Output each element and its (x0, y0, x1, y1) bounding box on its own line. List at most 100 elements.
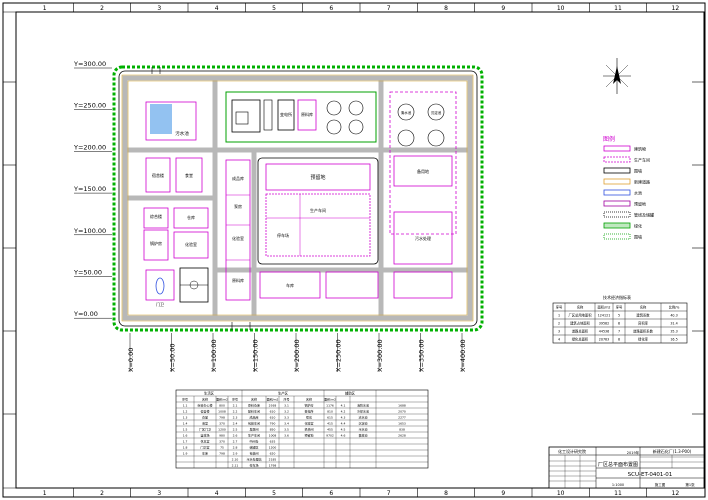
bom-cell: 1200 (218, 428, 226, 432)
workshop-label: 生产车间 (310, 207, 326, 213)
bom-cell: 3.3 (284, 416, 289, 420)
fin-block (225, 159, 251, 301)
top-column-number: 7 (387, 5, 391, 12)
x-coordinate-label: X=200.00 (293, 339, 301, 372)
bom-cell: 1176 (326, 404, 334, 408)
index-table-cell: 16.5 (670, 338, 677, 342)
bom-cell: 冷却水池 (357, 409, 369, 414)
index-table-cell: 3 (558, 330, 560, 334)
lab2-label: 化验室 (232, 235, 244, 241)
bottom-column-number: 2 (100, 490, 104, 497)
index-table-cell: 道路面积系数 (633, 329, 653, 334)
index-table-cell: 8 (618, 338, 620, 342)
bom-cell: 1.8 (183, 446, 188, 450)
bom-section-header: 生产区 (278, 391, 289, 396)
bom-cell: 610 (270, 410, 276, 414)
bom-cell: 休息室 (200, 439, 209, 444)
y-axis-labels: Y=300.00Y=250.00Y=200.00Y=150.00Y=100.00… (73, 60, 112, 319)
index-table-cell: 1 (558, 314, 560, 318)
bom-cell: 车库 (202, 451, 208, 456)
east-zone (389, 91, 457, 235)
bom-cell: 食堂 (202, 415, 208, 420)
reserved-label: 预留地 (310, 174, 325, 181)
east-big-block (393, 155, 453, 187)
bom-section-header: 生活区 (204, 391, 215, 396)
title-block: 化工设计研究院 2019年 新建石化厂(1.3-P00) 厂区总平面布置图 SC… (548, 446, 705, 489)
bom-column-header: 面积/m2 (216, 397, 228, 402)
bom-cell: 75 (220, 446, 224, 450)
boiler-label: 锅炉房 (150, 240, 162, 246)
bom-cell: 污水处理站 (246, 457, 261, 462)
bom-cell: 3.5 (284, 428, 289, 432)
y-coordinate-label: Y=200.00 (73, 143, 106, 151)
bom-cell: 1.6 (183, 434, 188, 438)
scale-label: 1:1000 (612, 483, 624, 487)
index-table-cell: 6 (618, 322, 620, 326)
x-coordinate-label: X=300.00 (376, 339, 384, 372)
bottom-column-number: 12 (672, 490, 680, 497)
bom-column-header: 名称 (202, 397, 208, 402)
x-coordinate-label: X=150.00 (252, 339, 260, 372)
bom-column-header: 序号 (232, 397, 238, 402)
bom-cell: 1.5 (183, 428, 188, 432)
office-block (143, 207, 169, 229)
top-column-number: 4 (215, 5, 219, 12)
bom-cell: 798 (219, 452, 225, 456)
bom-cell: 生产车间 (248, 433, 260, 438)
y-coordinate-label: Y=150.00 (73, 185, 106, 193)
x-coordinate-label: X=250.00 (335, 339, 343, 372)
legend-swatch (603, 189, 631, 196)
water2-label: 沉淀池 (431, 110, 442, 115)
bom-cell: 1.3 (183, 416, 188, 420)
warehouse-label: 仓库 (187, 214, 195, 220)
bottom-column-number: 3 (157, 490, 161, 497)
bom-cell: 798 (219, 416, 225, 420)
reserved-block (265, 163, 371, 191)
bom-cell: 980 (219, 434, 225, 438)
pump-block (231, 99, 261, 133)
legend-item-label: 水池 (634, 190, 642, 196)
bom-cell: 620 (270, 452, 276, 456)
bom-cell: 2.2 (233, 410, 238, 414)
bom-cell: 838 (399, 428, 405, 432)
bottom-column-number: 9 (501, 490, 505, 497)
index-table-title: 技术经济指标表 (603, 294, 631, 300)
drawing-name: 厂区总平面布置图 (598, 461, 638, 468)
bom-cell: 1008 (269, 434, 277, 438)
bom-cell: 810 (327, 410, 333, 414)
bom-cell: 消防水池 (357, 403, 369, 408)
index-table-cell: 绿化总面积 (572, 337, 589, 342)
index-table-cell: 容积率 (638, 321, 649, 326)
legend-item-label: 预留地 (634, 201, 646, 207)
bom-cell: 1.7 (183, 440, 188, 444)
bom-cell: 615 (327, 416, 333, 420)
bom-cell: 2.8 (233, 446, 238, 450)
top-column-number: 6 (329, 5, 333, 12)
bom-cell: 预留地 (304, 433, 313, 438)
canteen-block (175, 157, 203, 193)
bom-cell: 锅炉房 (304, 403, 313, 408)
bom-cell: 机修间 (304, 427, 313, 432)
x-coordinate-label: X=0.00 (127, 348, 135, 372)
lab-label: 化验室 (185, 241, 197, 247)
legend-swatch (603, 178, 631, 185)
bom-cell: 中间仓 (249, 439, 258, 444)
index-table-cell: 20783 (599, 338, 610, 342)
y-coordinate-label: Y=0.00 (73, 310, 98, 318)
bom-cell: 4.5 (341, 428, 346, 432)
bom-cell: 包装车间 (248, 421, 260, 426)
top-column-number: 3 (157, 5, 161, 12)
bom-column-header: 序号 (182, 397, 188, 402)
roads (122, 75, 473, 321)
bom-cell: 泵房 (306, 415, 312, 420)
storage-label: 原料库 (301, 111, 313, 117)
bottom-column-number: 6 (329, 490, 333, 497)
bom-cell: 370 (219, 440, 225, 444)
round-tanks (326, 100, 364, 135)
index-table-cell: 厂区总用地面积 (568, 313, 592, 318)
legend-swatch (603, 145, 631, 152)
bottom-column-number: 10 (557, 490, 565, 497)
top-column-number: 1 (43, 5, 47, 12)
bom-cell: 停车场 (249, 463, 258, 468)
